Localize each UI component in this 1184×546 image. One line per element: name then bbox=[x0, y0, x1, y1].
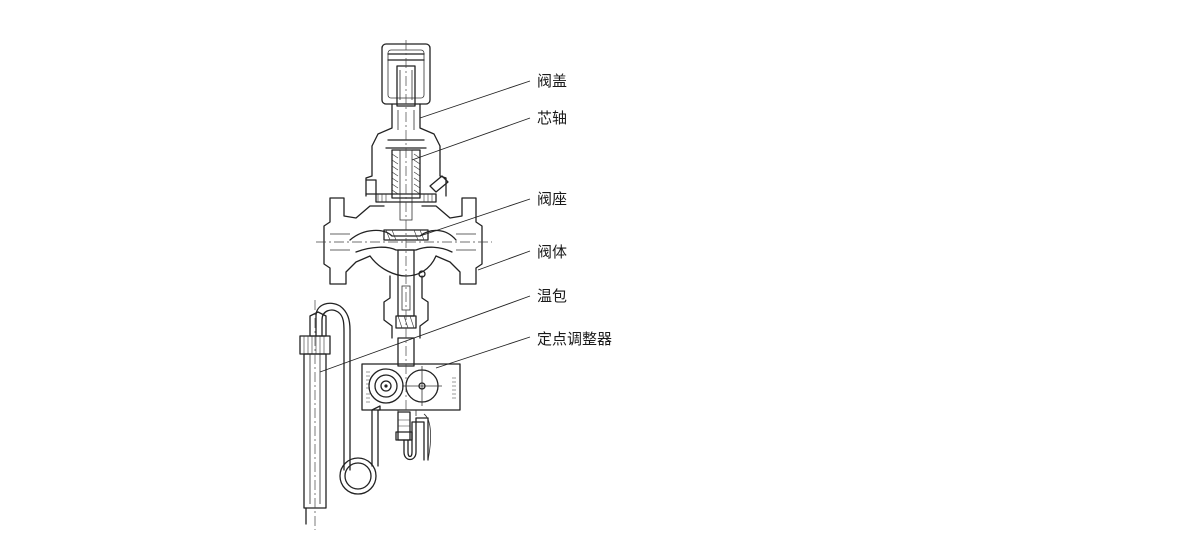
setpoint-adjuster bbox=[361, 363, 461, 461]
leader-bonnet bbox=[419, 80, 531, 119]
leader-stem bbox=[411, 117, 531, 161]
label-setpoint-adjuster: 定点调整器 bbox=[537, 330, 613, 348]
label-seat: 阀座 bbox=[537, 190, 568, 208]
label-bonnet: 阀盖 bbox=[537, 72, 568, 90]
leader-lines bbox=[319, 80, 531, 373]
leader-bulb bbox=[319, 295, 531, 373]
leader-seat bbox=[419, 198, 531, 237]
temperature-bulb bbox=[299, 300, 381, 530]
valve-body bbox=[323, 197, 483, 285]
label-bulb: 温包 bbox=[537, 287, 568, 305]
leader-body bbox=[477, 250, 531, 271]
label-stem: 芯轴 bbox=[537, 109, 568, 127]
label-body: 阀体 bbox=[537, 243, 568, 261]
leader-adjuster bbox=[435, 336, 531, 369]
bonnet bbox=[365, 103, 449, 221]
